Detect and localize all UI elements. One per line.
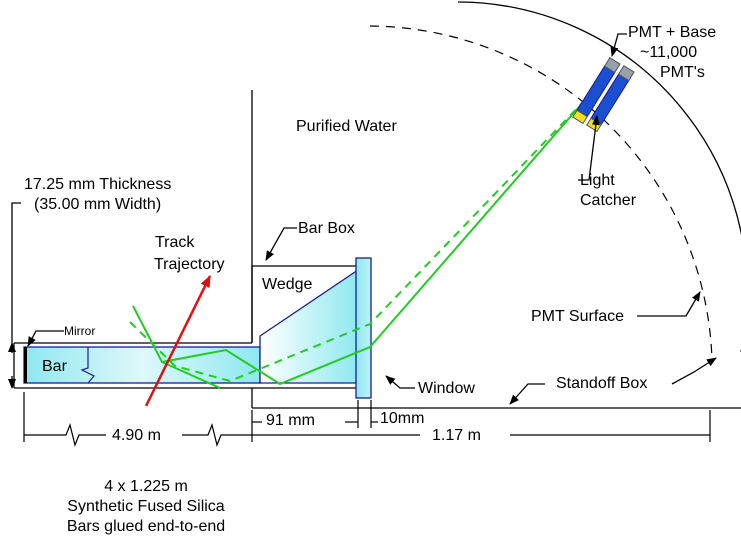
light-label: Light — [580, 172, 615, 189]
track-trajectory — [144, 275, 212, 407]
pmt-surface-label: PMT Surface — [531, 308, 625, 325]
light-ray-back-solid — [161, 361, 221, 389]
catcher-label: Catcher — [580, 192, 637, 209]
light-ray-dashed — [129, 99, 586, 383]
dim-490-label: 4.90 m — [112, 427, 161, 444]
window-label: Window — [418, 380, 475, 397]
bar-label: Bar — [42, 358, 67, 375]
pmt-count-label: ~11,000 — [640, 44, 698, 61]
trajectory-label: Trajectory — [154, 256, 225, 273]
mirror-strip — [24, 347, 27, 383]
bar-box-label: Bar Box — [298, 220, 355, 237]
window — [355, 257, 372, 399]
purified-water-label: Purified Water — [296, 118, 397, 135]
silica-bar — [23, 346, 261, 384]
thickness-label: 17.25 mm Thickness — [24, 176, 172, 193]
dim-117-label: 1.17 m — [432, 427, 481, 444]
pmt-surface-arc — [369, 25, 713, 361]
light-rays — [129, 99, 586, 389]
leader-lines — [7, 33, 717, 405]
bar-break-mark — [80, 347, 95, 384]
standoff-box-label: Standoff Box — [556, 375, 648, 392]
dimension-lines — [23, 392, 711, 447]
standoff-outer-arc — [457, 1, 741, 352]
dim-91-label: 91 mm — [266, 412, 315, 429]
bars-line-1: 4 x 1.225 m — [104, 478, 188, 495]
bars-line-3: Bars glued end-to-end — [66, 518, 226, 535]
pmt-assembly — [572, 56, 635, 133]
pmt-base-label: PMT + Base — [628, 24, 717, 41]
track-label: Track — [155, 234, 195, 251]
dim-10-label: 10mm — [380, 410, 425, 427]
mirror-label: Mirror — [64, 324, 96, 338]
bars-line-2: Synthetic Fused Silica — [67, 498, 225, 515]
width-label: (35.00 mm Width) — [34, 196, 162, 213]
pmts-label: PMT's — [660, 64, 705, 81]
wedge-label: Wedge — [262, 276, 313, 293]
light-ray-solid — [132, 99, 586, 386]
